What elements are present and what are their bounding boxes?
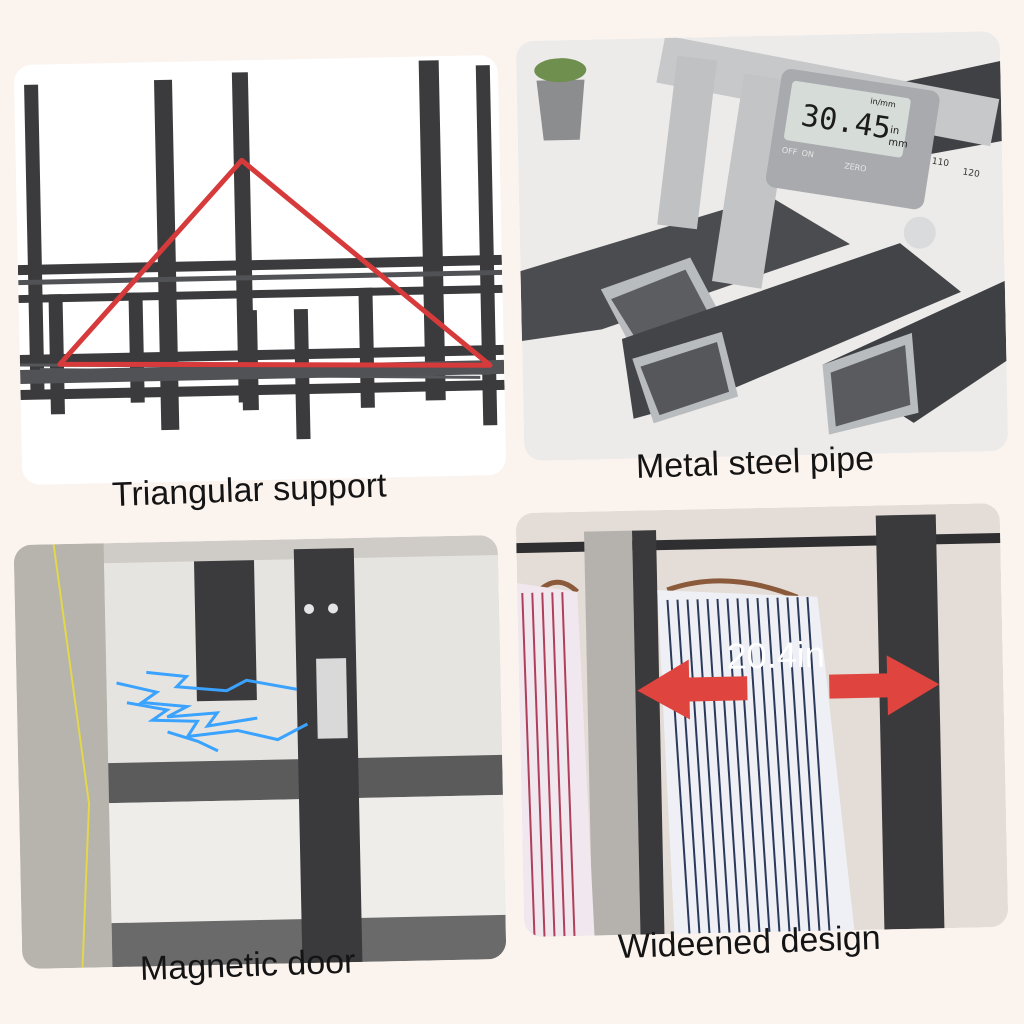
caliper-icon (656, 35, 1000, 289)
magnetic-door-panel (13, 534, 507, 970)
triangular-support-panel (13, 54, 507, 486)
wideened-design-panel: 20.4in (515, 502, 1009, 938)
caliper-off-label[interactable]: OFF (781, 146, 798, 157)
caliper-zero-label[interactable]: ZERO (844, 161, 868, 173)
width-dimension: 20.4in (726, 634, 825, 677)
caliper-unit-in: in (889, 125, 900, 137)
pink-shirt (517, 583, 595, 938)
striped-shirt (657, 590, 855, 934)
caliper-scale-120: 120 (962, 167, 981, 180)
plant-pot-icon (534, 58, 587, 141)
caliper-mode-label: in/mm (870, 97, 897, 110)
wardrobe-illustration: 20.4in (515, 502, 1009, 938)
caption-magnetic-door: Magnetic door (139, 942, 356, 988)
caption-wideened-design: Wideened design (617, 918, 882, 966)
magnetic-door-illustration (13, 534, 507, 970)
lightning-icon (116, 670, 309, 753)
shelf-frame-illustration (13, 54, 507, 486)
door-frame-post (293, 547, 363, 964)
caption-metal-steel-pipe: Metal steel pipe (635, 439, 875, 486)
caliper-scale-110: 110 (931, 157, 950, 170)
metal-steel-pipe-panel: 30.45 in mm in/mm OFF ON ZERO 110 120 (515, 30, 1009, 462)
width-arrow-icon (637, 655, 940, 720)
triangle-highlight (57, 157, 493, 368)
caption-triangular-support: Triangular support (111, 466, 388, 514)
caliper-on-label[interactable]: ON (801, 149, 815, 160)
steel-pipe-illustration: 30.45 in mm in/mm OFF ON ZERO 110 120 (515, 30, 1009, 462)
caliper-unit-mm: mm (887, 137, 908, 151)
